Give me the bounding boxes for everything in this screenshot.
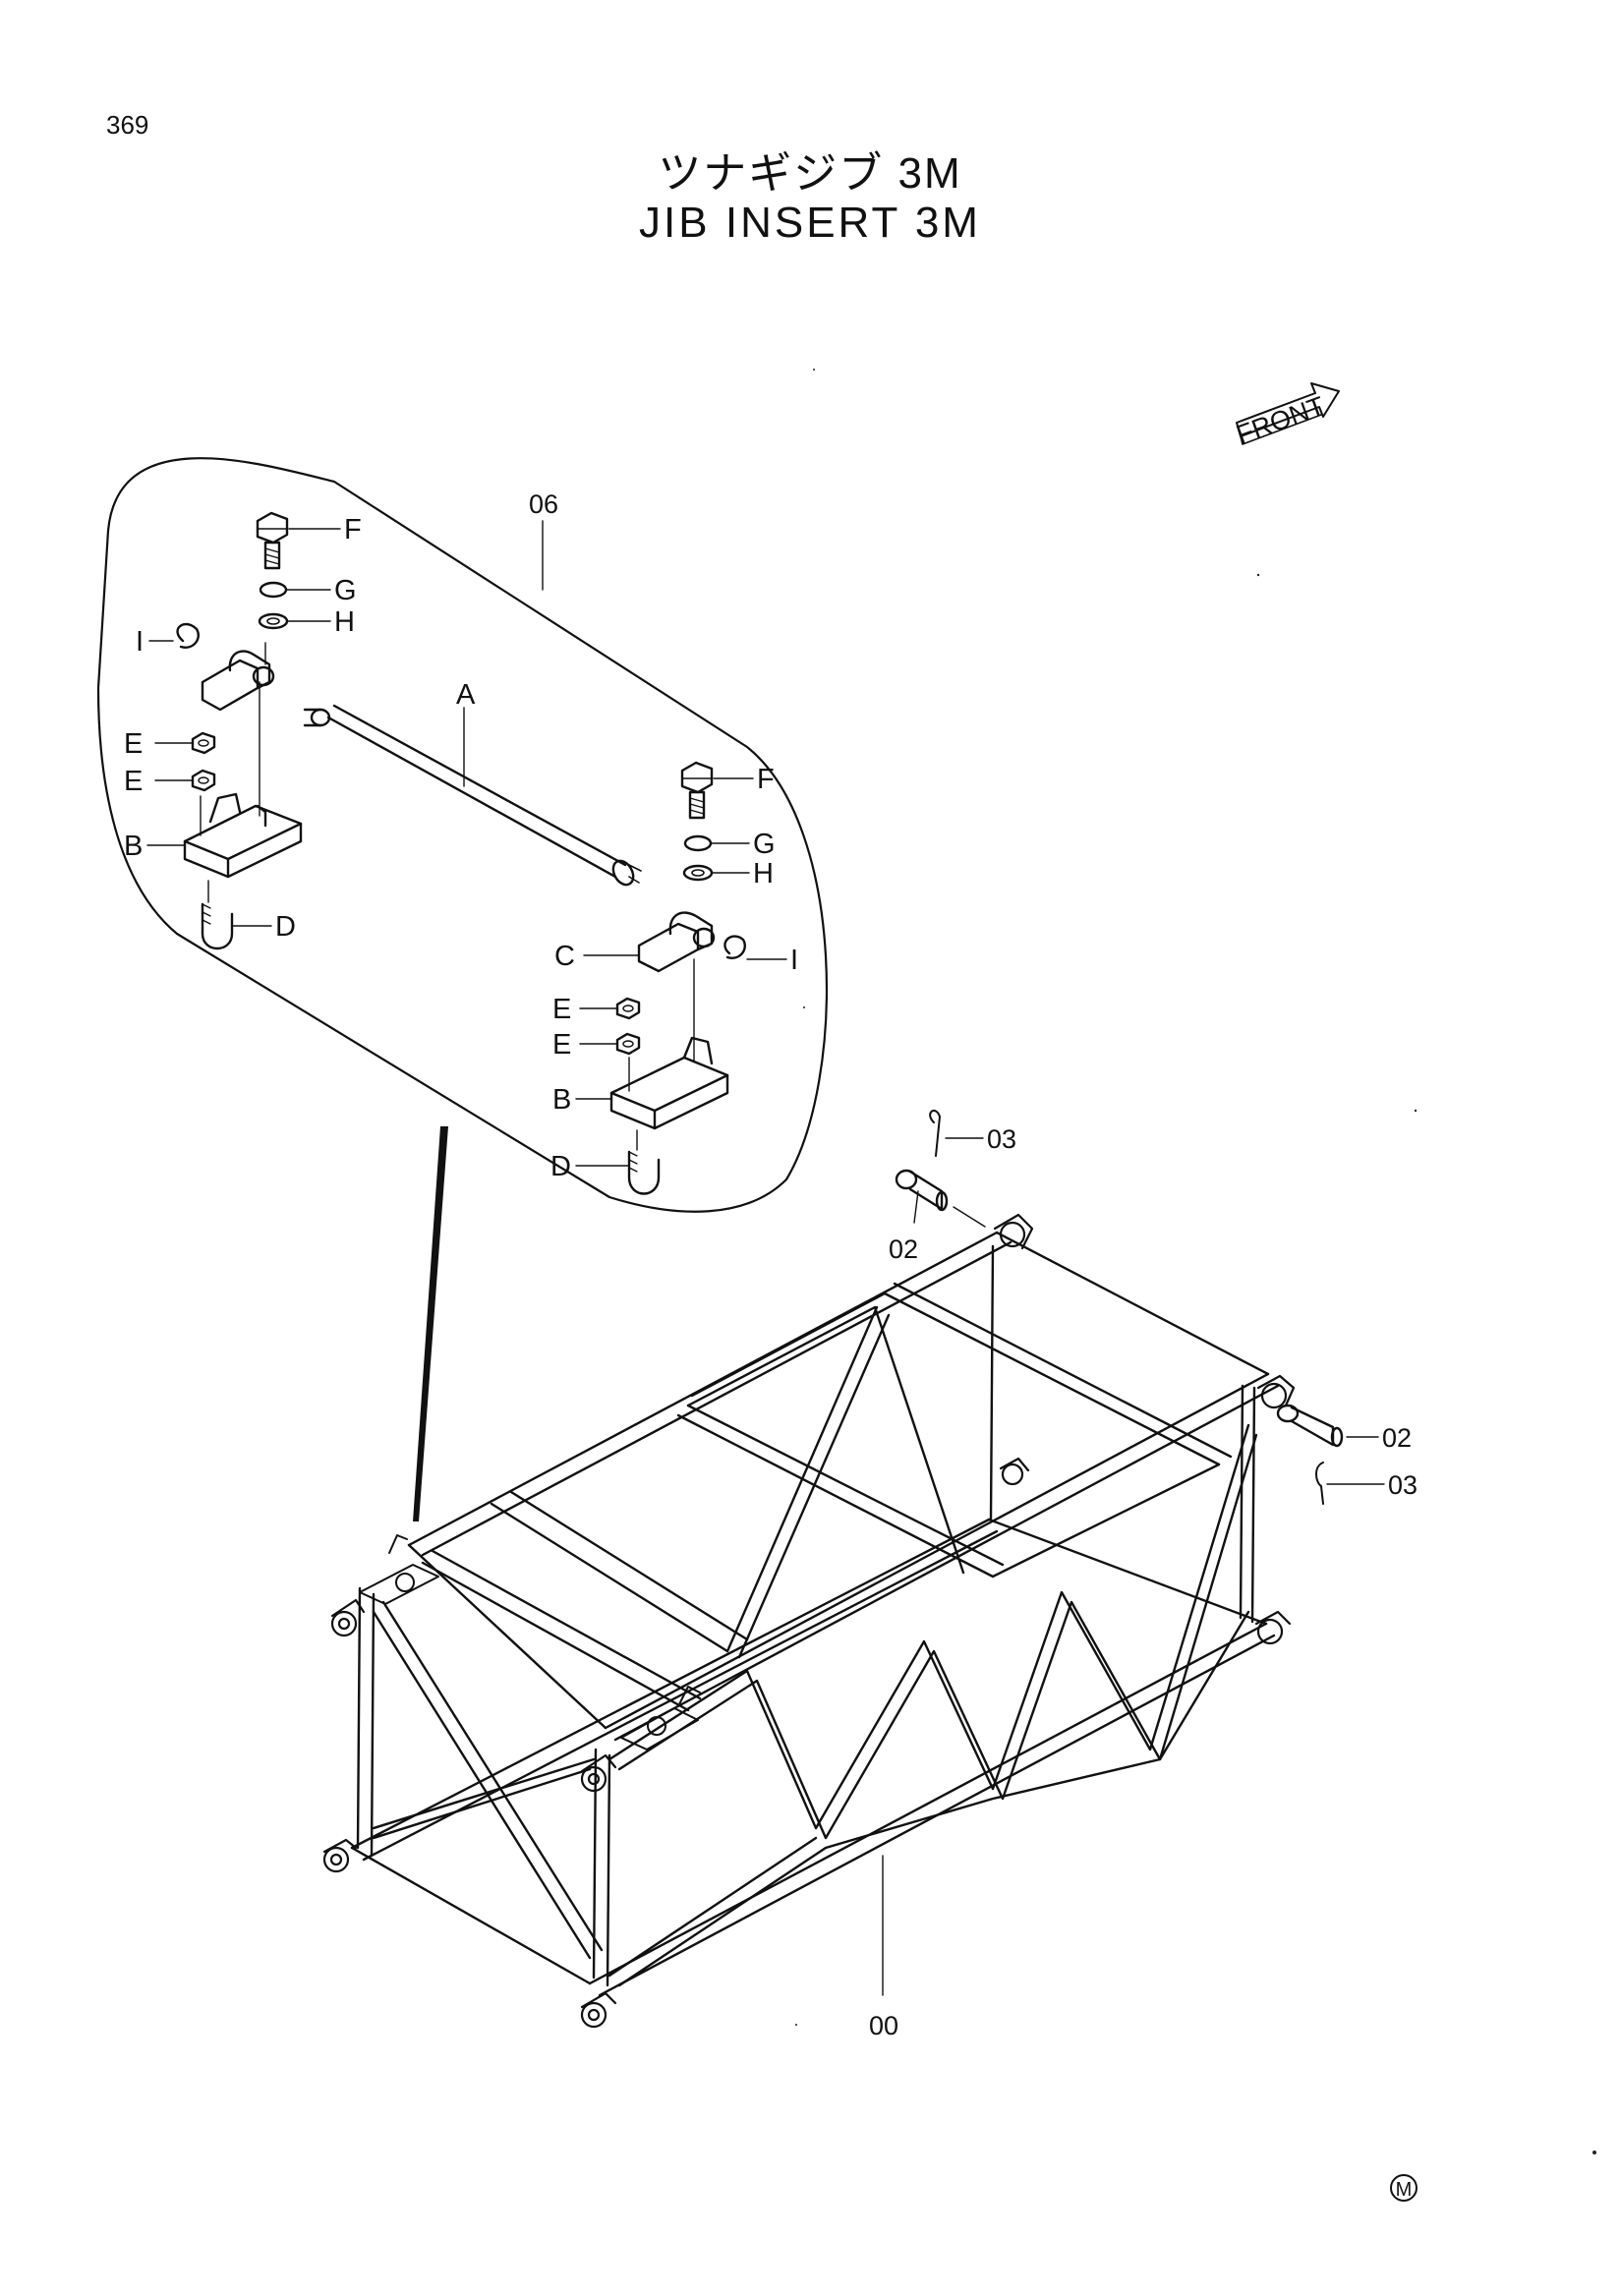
callout-00: 00 <box>869 2011 898 2040</box>
nut-e-left-1 <box>191 731 216 755</box>
bracket-b-right <box>609 1036 729 1130</box>
callout-d-left: D <box>275 911 296 943</box>
detail-leader-thick <box>413 1126 448 1521</box>
circle-m-icon <box>1390 2174 1418 2202</box>
callout-g-right: G <box>753 829 776 860</box>
callout-03-top: 03 <box>987 1124 1016 1154</box>
callout-h-right: H <box>753 858 774 890</box>
washer-h-right <box>682 864 714 882</box>
pillow-block-c-right <box>637 911 716 973</box>
front-arrow-icon <box>1236 382 1340 445</box>
shaft-a <box>303 704 642 887</box>
front-label: FRONT <box>1233 391 1329 450</box>
callout-06: 06 <box>529 489 558 519</box>
snap-ring-i-left <box>176 622 200 649</box>
clip-03-right <box>1315 1462 1324 1505</box>
detail-bubble-outline <box>96 457 829 1213</box>
title-english: JIB INSERT 3M <box>639 199 981 247</box>
frame-mounted-brackets <box>359 1534 701 1751</box>
callout-b-left: B <box>124 831 143 862</box>
spring-washer-g-left <box>259 581 288 599</box>
scan-specks <box>795 369 1596 2154</box>
callout-i-left: I <box>136 626 144 658</box>
callout-02-top: 02 <box>889 1234 918 1264</box>
callout-i-right: I <box>790 945 798 976</box>
callout-g-left: G <box>334 575 357 606</box>
clip-03-top <box>929 1110 941 1157</box>
callout-e-left-2: E <box>124 766 143 797</box>
callout-f-left: F <box>344 514 362 545</box>
snap-ring-i-right <box>723 935 746 959</box>
callout-d-right: D <box>550 1151 571 1182</box>
nut-e-left-2 <box>191 769 216 792</box>
mark-letter: M <box>1396 2179 1413 2201</box>
washer-h-left <box>258 612 289 630</box>
callout-f-right: F <box>757 764 775 795</box>
callout-a: A <box>456 679 476 711</box>
callout-b-right: B <box>552 1084 571 1116</box>
nut-e-right-2 <box>615 1032 641 1056</box>
bracket-b-left <box>183 792 303 879</box>
jib-insert-frame <box>350 1231 1280 1997</box>
callout-e-left-1: E <box>124 728 143 760</box>
title-japanese: ツナギジブ 3M <box>658 149 962 198</box>
pillow-block-c-left <box>201 650 275 712</box>
page-number: 369 <box>106 110 149 140</box>
callout-h-left: H <box>334 606 355 638</box>
pin-02-right <box>1276 1404 1344 1448</box>
bolt-f-left <box>256 511 289 570</box>
callout-e-right-2: E <box>552 1029 571 1061</box>
nut-e-right-1 <box>615 997 641 1020</box>
u-bolt-d-right <box>627 1150 661 1195</box>
bolt-f-right <box>680 761 714 820</box>
spring-washer-g-right <box>683 834 713 852</box>
callout-leaders <box>146 520 1385 1996</box>
u-bolt-d-left <box>201 902 234 950</box>
callout-c: C <box>554 941 575 972</box>
callout-02-right: 02 <box>1382 1423 1412 1453</box>
pin-02-top <box>895 1169 949 1212</box>
callout-e-right-1: E <box>552 994 571 1025</box>
frame-lugs <box>322 1213 1296 2029</box>
callout-03-right: 03 <box>1388 1470 1418 1500</box>
